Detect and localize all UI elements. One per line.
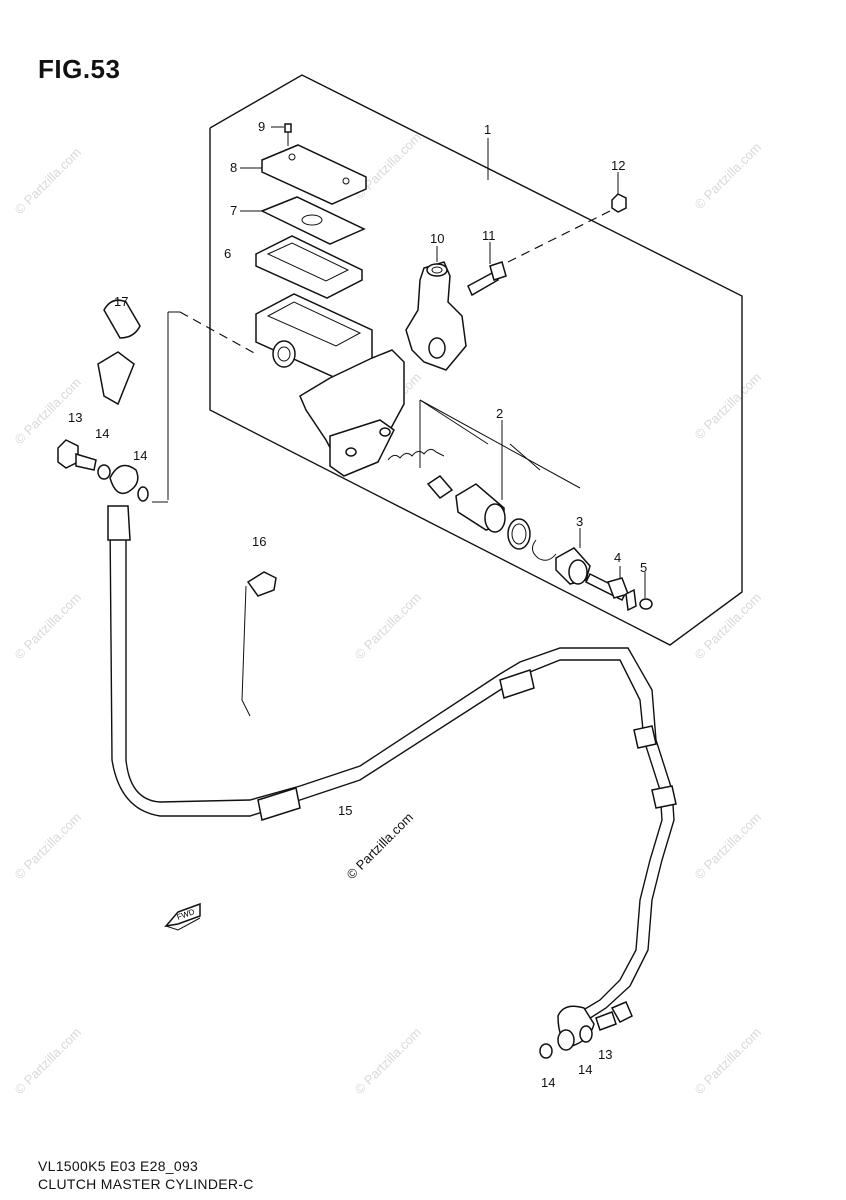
bolt-11 — [467, 261, 507, 297]
watermark-layer: © Partzilla.com © Partzilla.com © Partzill… — [12, 130, 765, 1098]
callout-6: 6 — [224, 246, 231, 261]
caption-model-code: VL1500K5 E03 E28_093 — [38, 1158, 199, 1174]
watermark-text: © Partzilla.com — [692, 590, 765, 663]
callout-17: 17 — [114, 294, 128, 309]
watermark-text: © Partzilla.com — [12, 810, 85, 883]
caption-part-name: CLUTCH MASTER CYLINDER-C — [38, 1176, 254, 1192]
watermark-text: © Partzilla.com — [12, 1025, 85, 1098]
watermark-center: © Partzilla.com — [344, 810, 417, 883]
piston-assembly — [387, 399, 653, 612]
watermark-text: © Partzilla.com — [352, 590, 425, 663]
nut-12 — [611, 193, 627, 213]
watermark-text: © Partzilla.com — [692, 1025, 765, 1098]
watermark-text: © Partzilla.com — [12, 145, 85, 218]
callout-12: 12 — [611, 158, 625, 173]
watermark-text: © Partzilla.com — [692, 370, 765, 443]
callout-9: 9 — [258, 119, 265, 134]
callout-14b: 14 — [133, 448, 147, 463]
callout-labels: 9 8 7 6 1 12 10 11 17 13 14 14 2 3 4 5 16 15 13 14 14 — [68, 119, 647, 1090]
master-cylinder-body — [255, 293, 405, 477]
callout-10: 10 — [430, 231, 444, 246]
callout-2: 2 — [496, 406, 503, 421]
watermark-text: © Partzilla.com — [692, 810, 765, 883]
watermark-text: © Partzilla.com — [12, 590, 85, 663]
clutch-hose — [107, 505, 677, 1023]
reservoir-cap-stack — [255, 123, 367, 299]
callout-4: 4 — [614, 550, 621, 565]
callout-14d: 14 — [541, 1075, 555, 1090]
callout-7: 7 — [230, 203, 237, 218]
callout-13a: 13 — [68, 410, 82, 425]
banjo-fitting-bottom — [539, 1001, 633, 1059]
fwd-arrow: FWD — [164, 902, 201, 931]
assembly-boundary-box — [209, 74, 743, 646]
callout-8: 8 — [230, 160, 237, 175]
callout-11: 11 — [482, 228, 496, 243]
figure-title: FIG.53 — [38, 54, 121, 84]
callout-1: 1 — [484, 122, 491, 137]
callout-16: 16 — [252, 534, 266, 549]
callout-14a: 14 — [95, 426, 109, 441]
callout-13b: 13 — [598, 1047, 612, 1062]
banjo-fitting-top — [57, 299, 257, 503]
callout-14c: 14 — [578, 1062, 592, 1077]
callout-leader-lines — [121, 126, 646, 598]
callout-3: 3 — [576, 514, 583, 529]
watermark-text: © Partzilla.com — [352, 1025, 425, 1098]
callout-5: 5 — [640, 560, 647, 575]
watermark-text: © Partzilla.com — [692, 140, 765, 213]
callout-15: 15 — [338, 803, 352, 818]
lever-bracket — [405, 261, 467, 371]
